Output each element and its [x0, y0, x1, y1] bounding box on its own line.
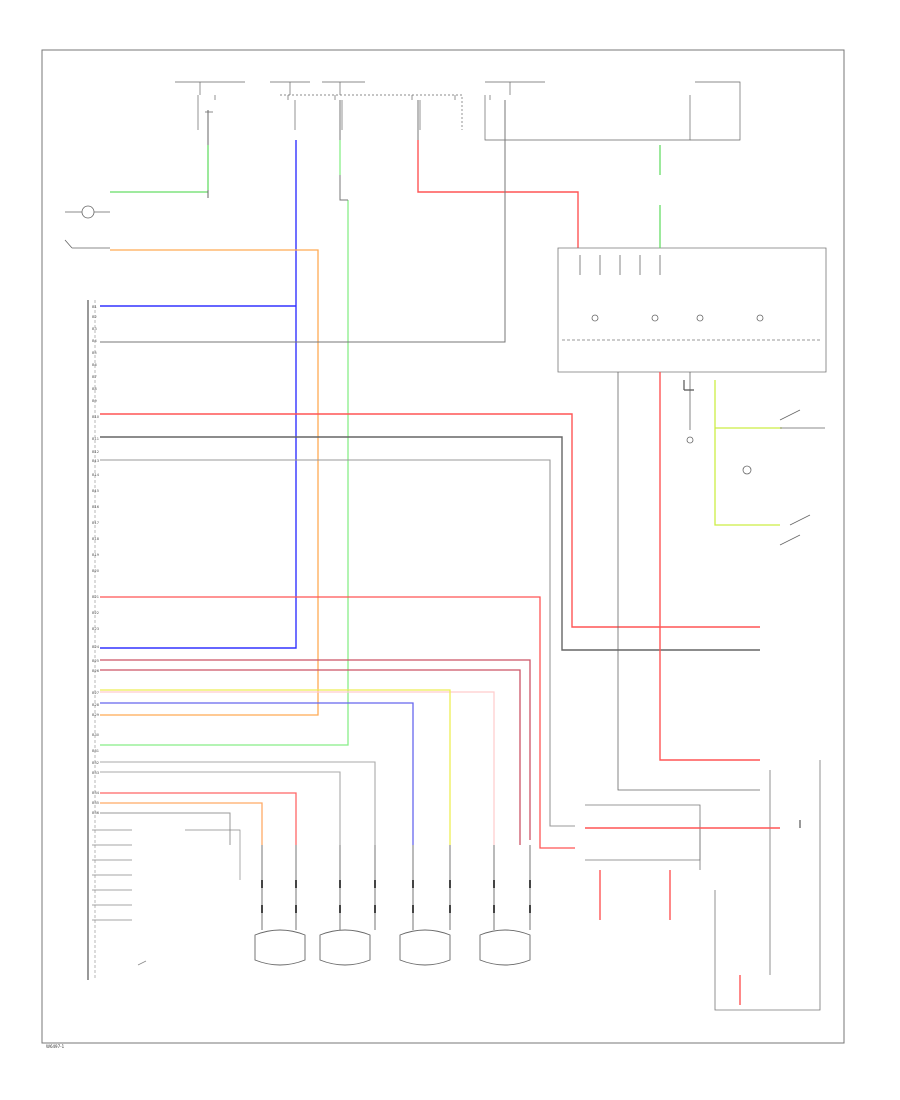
svg-text:B35: B35	[92, 801, 99, 805]
wire-red-b34	[100, 792, 297, 845]
junction-block	[585, 760, 821, 1011]
left-ground-switch	[64, 205, 110, 249]
wire-red-b10	[100, 413, 760, 628]
combination-meter-box	[557, 247, 827, 373]
wire-red-junction	[585, 827, 780, 1005]
svg-text:B11: B11	[92, 437, 99, 441]
svg-text:B33: B33	[92, 771, 99, 775]
svg-text:B6: B6	[92, 363, 97, 367]
svg-text:B28: B28	[92, 703, 100, 707]
wire-gray-b11	[100, 436, 760, 651]
svg-text:B7: B7	[92, 375, 97, 379]
wire-blue-b28	[100, 702, 414, 845]
wire-gray-x340	[339, 100, 348, 201]
svg-text:B18: B18	[92, 537, 100, 541]
svg-text:B10: B10	[92, 415, 100, 419]
svg-text:B14: B14	[92, 473, 100, 477]
svg-text:B15: B15	[92, 489, 99, 493]
bottom-left-harness	[92, 829, 241, 966]
svg-text:B5: B5	[92, 351, 97, 355]
svg-text:B4: B4	[92, 339, 97, 343]
wheel-sensor-2	[319, 845, 376, 966]
wheel-sensor-3	[399, 845, 451, 966]
svg-text:B26: B26	[92, 669, 100, 673]
wire-green-fuse	[110, 145, 209, 193]
abs-control-module	[87, 300, 96, 980]
sensor-connectors	[261, 880, 531, 913]
wire-red-b21	[100, 596, 575, 849]
svg-text:B23: B23	[92, 627, 99, 631]
svg-text:B20: B20	[92, 569, 100, 573]
svg-text:B29: B29	[92, 713, 100, 717]
page-code: W6497-1	[46, 1044, 65, 1049]
svg-text:B22: B22	[92, 611, 99, 615]
svg-text:B36: B36	[92, 811, 100, 815]
wire-pink-b27	[100, 691, 495, 845]
svg-text:B3: B3	[92, 327, 97, 331]
svg-text:B8: B8	[92, 387, 97, 391]
svg-text:B13: B13	[92, 459, 99, 463]
abs-connector-pins: B1 B2 B3 B4 B5 B6 B7 B8 B9 B10 B11 B12 B…	[92, 305, 100, 815]
svg-text:B1: B1	[92, 305, 97, 309]
wire-yellowgreen	[714, 380, 782, 526]
svg-text:B9: B9	[92, 399, 97, 403]
top-power-sources	[175, 81, 741, 141]
wheel-sensor-4	[479, 845, 531, 966]
wire-yellow	[100, 689, 451, 845]
svg-text:B24: B24	[92, 645, 100, 649]
svg-text:B2: B2	[92, 315, 97, 319]
wire-orange-b35	[100, 802, 263, 845]
svg-text:B30: B30	[92, 733, 100, 737]
svg-text:B16: B16	[92, 505, 100, 509]
svg-text:B27: B27	[92, 691, 99, 695]
svg-text:B12: B12	[92, 450, 99, 454]
wire-red-top	[417, 140, 579, 248]
svg-text:B31: B31	[92, 749, 99, 753]
combination-meter-internals	[579, 255, 764, 791]
svg-text:B25: B25	[92, 659, 99, 663]
wire-orange-long	[100, 249, 319, 716]
svg-text:B21: B21	[92, 595, 99, 599]
svg-text:B34: B34	[92, 791, 100, 795]
svg-text:B17: B17	[92, 521, 99, 525]
wire-gray-b36	[100, 812, 231, 845]
wire-gray-b13	[100, 459, 575, 827]
svg-text:B19: B19	[92, 553, 100, 557]
wire-lightgreen-long	[100, 140, 349, 746]
wire-gray-b31	[100, 761, 376, 845]
wire-red-meter	[659, 372, 760, 761]
wire-gray-top-right	[100, 100, 506, 343]
wire-blue-long	[100, 140, 297, 649]
brake-switch-right	[686, 409, 825, 546]
diagram-frame	[41, 49, 845, 1044]
svg-text:B32: B32	[92, 761, 99, 765]
wire-darkred-b25	[100, 659, 531, 845]
ground-marks	[683, 380, 801, 828]
